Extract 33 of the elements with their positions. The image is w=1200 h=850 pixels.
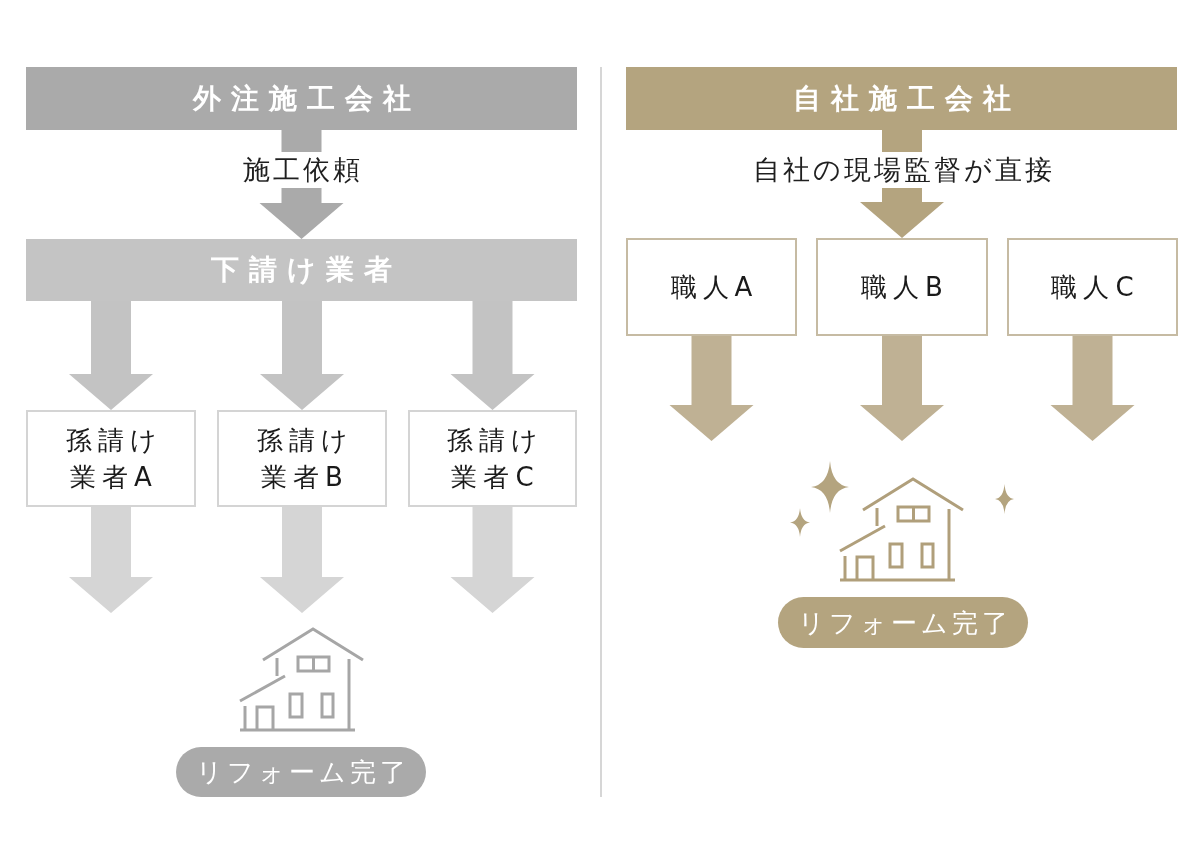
process-box: [217, 410, 387, 507]
band-title: 外注施工会社: [191, 80, 421, 117]
arrow: [260, 301, 344, 410]
box-label: 孫請け業者A: [64, 423, 164, 494]
header-band: [626, 67, 1177, 130]
band-title: 自社施工会社: [791, 80, 1021, 117]
band-title: 下請け業者: [210, 252, 402, 288]
arrow: [669, 336, 754, 441]
status-pill: [176, 747, 426, 797]
arrow: [260, 507, 344, 613]
box-label: 孫請け業者C: [446, 423, 545, 494]
pill-label: リフォーム完了: [195, 756, 410, 789]
box-label: 職人A: [669, 270, 759, 304]
box-label: 孫請け業者B: [255, 423, 355, 494]
house-icon: [840, 477, 965, 583]
process-box: [408, 410, 577, 507]
process-box: [626, 238, 797, 336]
arrow: [450, 301, 535, 410]
process-box: [816, 238, 988, 336]
box-label: 職人C: [1050, 270, 1140, 304]
status-pill: [778, 597, 1028, 648]
arrow: [69, 301, 153, 410]
arrow: [69, 507, 153, 613]
process-box: [26, 410, 196, 507]
arrow: [1050, 336, 1135, 441]
header-band: [26, 67, 577, 130]
pill-label: リフォーム完了: [797, 606, 1012, 640]
process-box: [1007, 238, 1178, 336]
arrow: [860, 336, 944, 441]
box-label: 職人B: [860, 270, 949, 304]
header-band: [26, 239, 577, 301]
arrow: [450, 507, 535, 613]
house-icon: [240, 627, 365, 733]
